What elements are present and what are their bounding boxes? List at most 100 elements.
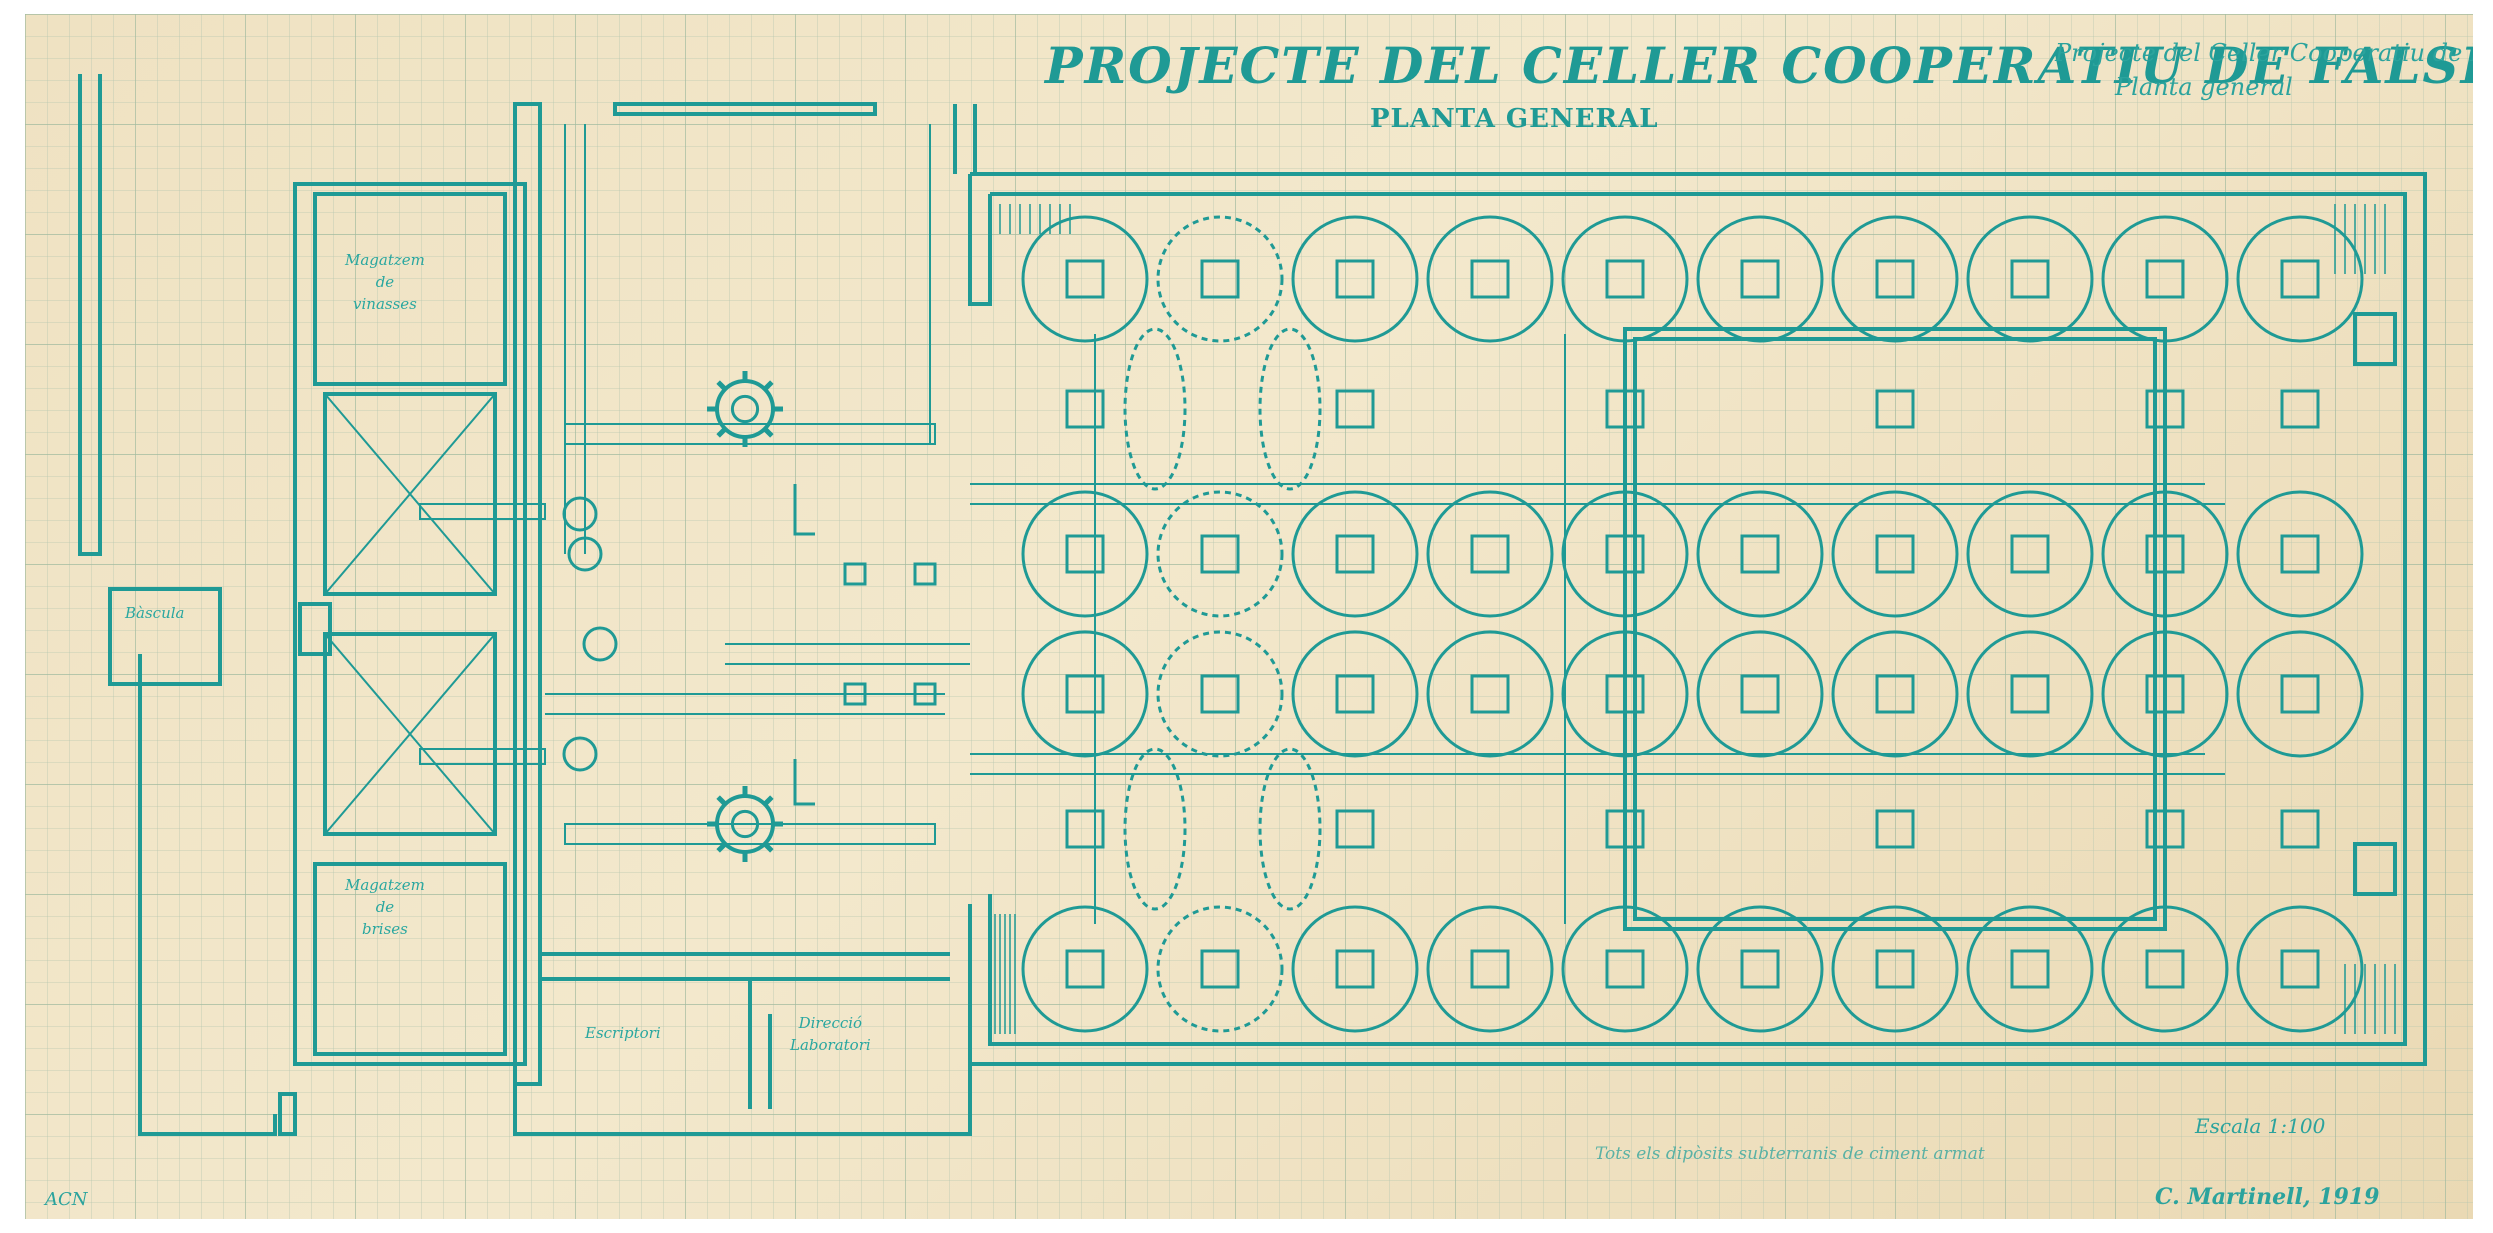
aisle-walls [970,483,2225,775]
hall-right-pier [2353,842,2397,896]
vat-opening [2145,674,2185,714]
feed-pipe [564,823,936,845]
vat-opening [1065,809,1105,849]
vat-opening [2280,674,2320,714]
archive-stamp: ACN [45,1189,88,1210]
vat-opening [1605,534,1645,574]
feed-pipe [564,423,936,445]
vat-opening [1065,674,1105,714]
vat [1696,905,1824,1033]
vat [1021,215,1149,343]
vat [1156,215,1284,343]
press-gear-tooth [716,380,727,391]
vat [1021,490,1149,618]
vat [1696,630,1824,758]
vat [1966,905,2094,1033]
vat [1156,490,1284,618]
top-right-note-line2: Planta general [2115,73,2293,101]
vat [1426,215,1554,343]
vat-opening [1605,809,1645,849]
top-beam [613,102,877,116]
hall-corner-wall [968,174,992,306]
vat-opening [1875,809,1915,849]
top-right-note: Projecte del Celler Cooperatiu de Falset… [2055,36,2473,104]
chute [419,503,546,765]
vat-opening [2280,949,2320,989]
vat-opening [1875,259,1915,299]
vat [1831,905,1959,1033]
vat-opening [1200,949,1240,989]
hall-entry-wall [953,104,977,174]
graph-paper-grid [25,14,2473,1219]
building-walls [78,74,2427,1136]
vat [1561,490,1689,618]
vat-opening [1470,674,1510,714]
vat [1561,905,1689,1033]
vat [1291,905,1419,1033]
vat-opening [2145,809,2185,849]
press-valve [582,626,618,662]
storage-block [293,182,527,1066]
press-valve [567,536,603,572]
vat-opening [2280,389,2320,429]
ramp-cross [324,393,496,595]
inner-court [1623,327,2167,931]
left-passage-wall [78,74,102,556]
vat [1291,215,1419,343]
press-gear-tooth [716,795,727,806]
vat [1561,215,1689,343]
column-base [843,562,867,586]
office-outer-wall [513,904,972,1136]
vat-opening [1740,674,1780,714]
room-label-direccio: Direcció Laboratori [790,1014,871,1054]
vat-opening [1335,259,1375,299]
vat-opening [1470,949,1510,989]
signature: C. Martinell, 1919 [2155,1184,2380,1210]
vat-opening [1740,534,1780,574]
vat-opening [2280,809,2320,849]
press-gear-hub [730,394,760,424]
vat [1831,215,1959,343]
vat-lens [1258,747,1322,911]
blueprint-sheet: PROJECTE DEL CELLER COOPERATIU DE FALSET… [25,14,2473,1219]
vat-opening [1200,674,1240,714]
vat-opening [1065,259,1105,299]
scale-label: Escala 1:100 [2195,1114,2326,1138]
vat [1021,905,1149,1033]
ramp-box [323,632,497,836]
inner-court-edges [1094,334,1566,924]
vat-opening [2145,259,2185,299]
small-block [278,1092,297,1136]
vat-opening [1605,949,1645,989]
vat-opening [1605,389,1645,429]
office-top-wall [540,952,950,981]
room-label-escriptori: Escriptori [585,1024,661,1042]
vat [1426,490,1554,618]
top-right-note-line1: Projecte del Celler Cooperatiu de Falset [2055,39,2473,67]
vat [2101,630,2229,758]
vat-opening [1335,674,1375,714]
storage-room-top [313,192,507,386]
vat-lens [1258,327,1322,491]
vat [1966,490,2094,618]
vat [1561,630,1689,758]
weigh-room [108,587,222,686]
floor-plan-drawing [25,14,2473,1219]
vat-opening [1605,674,1645,714]
vat-opening [2280,259,2320,299]
column-base [843,682,867,706]
vat-opening [1470,259,1510,299]
vat-opening [2145,949,2185,989]
vat-opening [2145,389,2185,429]
vat [1291,630,1419,758]
press-valve [562,496,598,532]
vat [2101,490,2229,618]
vat-opening [2010,259,2050,299]
vat-opening [2280,534,2320,574]
vat-opening [2010,949,2050,989]
vat-lens [1123,327,1187,491]
vat-opening [2010,674,2050,714]
vat-opening [2010,534,2050,574]
vat-opening [1740,949,1780,989]
vat [1156,905,1284,1033]
